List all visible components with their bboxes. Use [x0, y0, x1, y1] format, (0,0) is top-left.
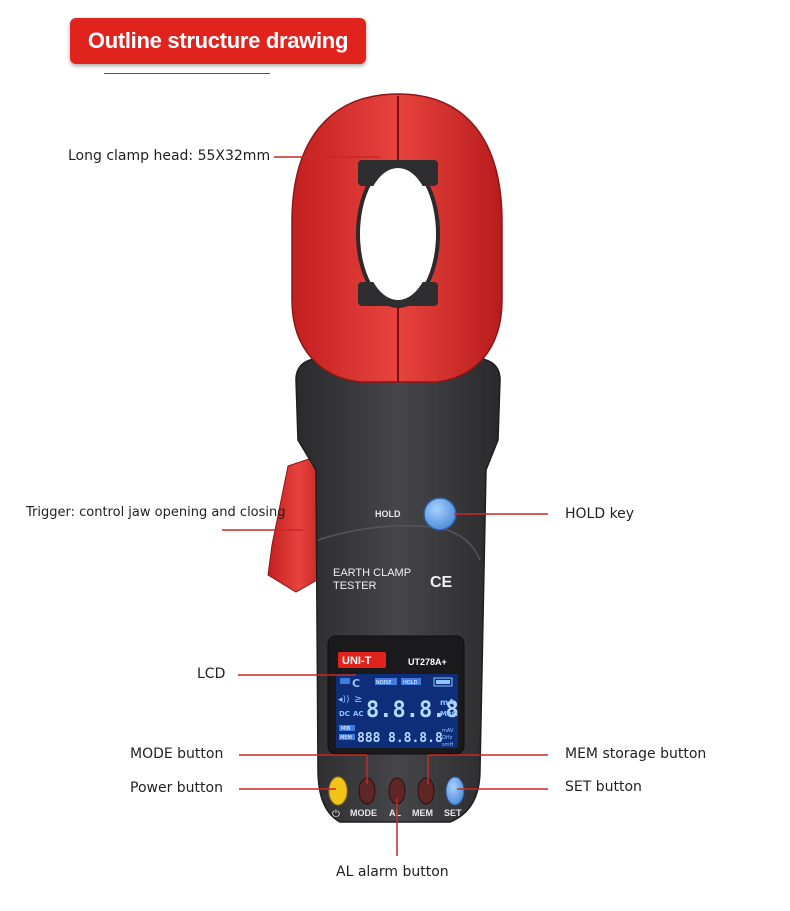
callout-trigger: Trigger: control jaw opening and closing — [26, 505, 286, 520]
device-name-line2: TESTER — [333, 580, 376, 592]
battery-level — [436, 680, 450, 684]
page-title: Outline structure drawing — [87, 28, 349, 53]
lcd-mem: MEM — [340, 735, 352, 741]
lcd-screen — [336, 674, 458, 748]
lcd-main-unit-top: mA — [440, 698, 455, 707]
device-name-line1: EARTH CLAMP — [333, 567, 411, 579]
hold-button-label: HOLD — [375, 509, 401, 519]
ce-mark: CE — [430, 574, 453, 591]
callout-set-button: SET button — [565, 779, 642, 795]
battery-icon — [433, 677, 453, 687]
hold-button[interactable] — [423, 497, 457, 531]
lcd-main-digits: 8.8.8.8 — [366, 698, 459, 723]
brand-logo: UNI-T — [342, 655, 372, 667]
al-button-label: AL — [389, 808, 401, 818]
callout-mem-button: MEM storage button — [565, 746, 707, 762]
callout-lcd: LCD — [197, 666, 226, 682]
model-number: UT278A+ — [408, 657, 447, 667]
mem-button[interactable] — [417, 777, 435, 805]
brand-badge — [338, 652, 386, 668]
lcd-dc: DC — [339, 710, 350, 718]
lcd-indicator — [340, 678, 350, 684]
lcd-mem-box — [339, 734, 355, 740]
lcd-main-unit-bottom: MkΩ — [440, 710, 458, 718]
mode-button-label: MODE — [350, 808, 377, 818]
mem-button-label: MEM — [412, 808, 433, 818]
lcd-ac: AC — [353, 710, 364, 718]
lcd-ge-symbol: ≥ — [354, 694, 362, 705]
callout-mode-button: MODE button — [130, 746, 224, 762]
lcd-sub-unit-2: ΩHz — [442, 735, 453, 741]
lcd-noise: NOISE — [376, 680, 391, 686]
lcd-sub-digits-right: 8.8.8.8 — [388, 731, 443, 746]
callout-clamp-head: Long clamp head: 55X32mm — [68, 148, 271, 164]
lcd-min-box — [339, 725, 355, 731]
title-banner: Outline structure drawing — [70, 18, 366, 64]
power-icon: ⏻ — [332, 809, 340, 820]
power-button[interactable] — [328, 776, 348, 806]
lcd-hold-box — [401, 678, 421, 685]
callout-hold-key: HOLD key — [565, 506, 635, 522]
lcd-sound-icon: ◂)) — [338, 695, 350, 705]
lcd-sub-unit-3: smH — [442, 742, 453, 748]
callout-power-button: Power button — [130, 780, 223, 796]
lcd-sub-digits-left: 888 — [357, 731, 381, 746]
lcd-c-symbol: C — [352, 677, 360, 690]
lcd-noise-box — [375, 678, 397, 685]
set-button-label: SET — [444, 808, 462, 818]
lcd-hold: HOLD — [403, 680, 417, 686]
lcd-min: MIN — [341, 726, 351, 732]
lcd-sub-unit-1: mAV — [442, 728, 454, 734]
callout-al-button: AL alarm button — [336, 864, 449, 880]
title-underline — [104, 73, 270, 74]
jaw-hole — [362, 168, 434, 300]
set-button[interactable] — [445, 776, 465, 806]
